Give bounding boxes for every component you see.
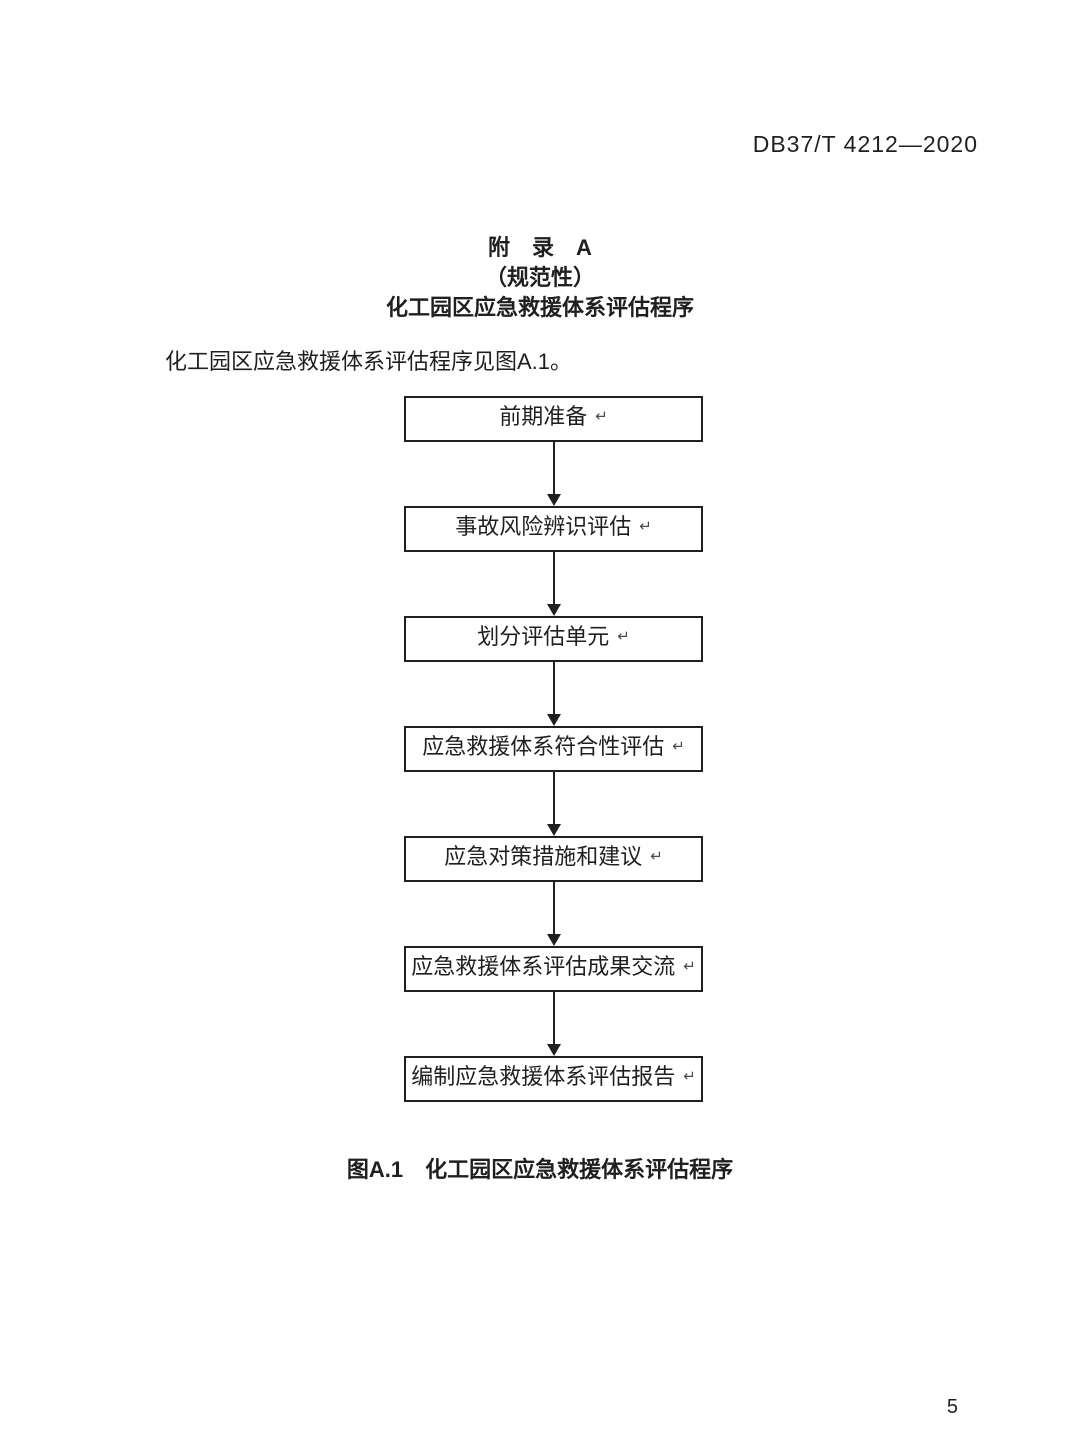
down-arrow bbox=[546, 772, 561, 836]
return-mark-icon: ↵ bbox=[672, 738, 685, 755]
flow-step-6: 应急救援体系评估成果交流 ↵ bbox=[404, 946, 703, 992]
flow-step-label: 事故风险辨识评估 bbox=[455, 514, 632, 539]
flow-step-label: 前期准备 bbox=[499, 404, 588, 429]
return-mark-icon: ↵ bbox=[683, 1068, 696, 1085]
flow-step-5: 应急对策措施和建议 ↵ bbox=[404, 836, 703, 882]
down-arrow bbox=[546, 992, 561, 1056]
arrow-head-icon bbox=[546, 1044, 561, 1056]
flow-step-3: 划分评估单元 ↵ bbox=[404, 616, 703, 662]
arrow-head-icon bbox=[546, 934, 561, 946]
return-mark-icon: ↵ bbox=[595, 408, 608, 425]
page-number: 5 bbox=[946, 1396, 958, 1418]
flow-step-label: 应急救援体系评估成果交流 bbox=[411, 954, 676, 979]
appendix-normative-label: （规范性） bbox=[484, 265, 595, 290]
flow-step-4: 应急救援体系符合性评估 ↵ bbox=[404, 726, 703, 772]
appendix-subtitle: 化工园区应急救援体系评估程序 bbox=[385, 295, 694, 320]
arrow-head-icon bbox=[546, 714, 561, 726]
arrow-line bbox=[552, 992, 555, 1044]
appendix-title: 附 录 A bbox=[488, 235, 592, 260]
arrow-line bbox=[552, 662, 555, 714]
down-arrow bbox=[546, 552, 561, 616]
figure-caption: 图A.1 化工园区应急救援体系评估程序 bbox=[346, 1157, 734, 1182]
down-arrow bbox=[546, 442, 561, 506]
flowchart: 前期准备 ↵ 事故风险辨识评估 ↵ 划分评估单元 ↵ 应急救援体系符合性评估 ↵ bbox=[404, 396, 703, 1102]
arrow-head-icon bbox=[546, 494, 561, 506]
intro-paragraph: 化工园区应急救援体系评估程序见图A.1。 bbox=[165, 349, 573, 374]
arrow-head-icon bbox=[546, 824, 561, 836]
return-mark-icon: ↵ bbox=[617, 628, 630, 645]
flow-step-label: 编制应急救援体系评估报告 bbox=[411, 1064, 676, 1089]
arrow-line bbox=[552, 552, 555, 604]
arrow-line bbox=[552, 772, 555, 824]
appendix-title-block: 附 录 A （规范性） 化工园区应急救援体系评估程序 bbox=[0, 233, 1080, 323]
arrow-line bbox=[552, 882, 555, 934]
return-mark-icon: ↵ bbox=[683, 958, 696, 975]
arrow-line bbox=[552, 442, 555, 494]
down-arrow bbox=[546, 882, 561, 946]
down-arrow bbox=[546, 662, 561, 726]
flow-step-label: 应急救援体系符合性评估 bbox=[422, 734, 665, 759]
flow-step-label: 划分评估单元 bbox=[477, 624, 610, 649]
flow-step-7: 编制应急救援体系评估报告 ↵ bbox=[404, 1056, 703, 1102]
flow-step-label: 应急对策措施和建议 bbox=[444, 844, 643, 869]
flow-step-1: 前期准备 ↵ bbox=[404, 396, 703, 442]
standard-number: DB37/T 4212—2020 bbox=[752, 131, 978, 157]
flow-step-2: 事故风险辨识评估 ↵ bbox=[404, 506, 703, 552]
return-mark-icon: ↵ bbox=[639, 518, 652, 535]
arrow-head-icon bbox=[546, 604, 561, 616]
return-mark-icon: ↵ bbox=[650, 848, 663, 865]
